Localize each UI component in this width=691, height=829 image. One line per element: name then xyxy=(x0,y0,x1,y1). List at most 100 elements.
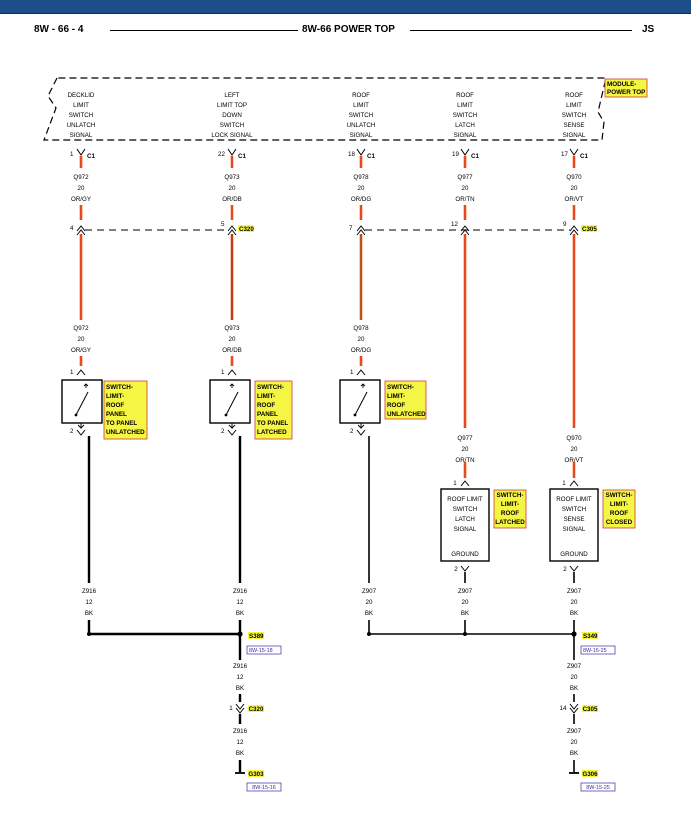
svg-text:1: 1 xyxy=(221,369,225,376)
orange-wires-upper xyxy=(79,156,576,220)
svg-text:LATCH: LATCH xyxy=(455,516,475,523)
svg-text:POWER TOP: POWER TOP xyxy=(607,89,645,96)
svg-text:Q977: Q977 xyxy=(457,174,473,181)
svg-text:BK: BK xyxy=(236,750,245,757)
svg-text:1: 1 xyxy=(453,480,457,487)
svg-text:S389: S389 xyxy=(249,633,264,640)
switch-roof-unlatched: 1 SWITCH- LIMIT- ROOF UNLATCHED 2 xyxy=(339,369,427,436)
svg-text:SWITCH-: SWITCH- xyxy=(606,492,633,499)
lower-left-chain: Z916 12 BK 1 C320 Z916 12 BK G303 8W-15-… xyxy=(229,663,282,792)
svg-text:C1: C1 xyxy=(580,153,588,160)
svg-text:ROOF: ROOF xyxy=(565,92,583,99)
svg-text:8W-15-16: 8W-15-16 xyxy=(252,785,276,791)
inline-connector-c305: 7 12 9 C305 xyxy=(349,221,597,236)
svg-text:ROOF LIMIT: ROOF LIMIT xyxy=(447,496,483,503)
c1-pin: 22 C1 xyxy=(218,148,246,160)
svg-text:12: 12 xyxy=(86,599,93,606)
svg-text:UNLATCH: UNLATCH xyxy=(67,122,96,129)
svg-text:LOCK SIGNAL: LOCK SIGNAL xyxy=(211,132,253,139)
svg-text:2: 2 xyxy=(350,428,354,435)
svg-text:1: 1 xyxy=(70,151,74,158)
svg-text:C320: C320 xyxy=(249,706,264,713)
svg-text:SIGNAL: SIGNAL xyxy=(454,132,477,139)
svg-text:ROOF: ROOF xyxy=(352,92,370,99)
svg-text:2: 2 xyxy=(454,566,458,573)
svg-text:ROOF: ROOF xyxy=(501,510,519,517)
svg-text:Q978: Q978 xyxy=(353,174,369,181)
svg-text:SWITCH-: SWITCH- xyxy=(257,384,284,391)
svg-text:SWITCH: SWITCH xyxy=(453,506,477,513)
svg-text:OR/DB: OR/DB xyxy=(222,347,242,354)
sensor-roof-latch: 1 ROOF LIMIT SWITCH LATCH SIGNAL GROUND … xyxy=(440,480,527,573)
svg-text:LATCHED: LATCHED xyxy=(495,519,525,526)
svg-text:BK: BK xyxy=(85,610,94,617)
svg-text:Z916: Z916 xyxy=(233,728,248,735)
svg-text:SWITCH: SWITCH xyxy=(220,122,244,129)
svg-text:ROOF: ROOF xyxy=(387,402,405,409)
svg-text:OR/GY: OR/GY xyxy=(71,196,91,203)
svg-text:DECKLID: DECKLID xyxy=(68,92,95,99)
svg-text:UNLATCHED: UNLATCHED xyxy=(106,429,145,436)
svg-text:18: 18 xyxy=(348,151,355,158)
svg-text:ROOF: ROOF xyxy=(456,92,474,99)
svg-text:LIMIT: LIMIT xyxy=(73,102,89,109)
svg-text:LIMIT TOP: LIMIT TOP xyxy=(217,102,247,109)
sensor-roof-sense: 1 ROOF LIMIT SWITCH SENSE SIGNAL GROUND … xyxy=(549,480,636,573)
svg-text:Z916: Z916 xyxy=(233,588,248,595)
svg-text:SENSE: SENSE xyxy=(564,516,585,523)
module-label: MODULE- POWER TOP xyxy=(604,78,648,98)
svg-text:CLOSED: CLOSED xyxy=(606,519,633,526)
svg-text:MODULE-: MODULE- xyxy=(607,81,636,88)
svg-text:BK: BK xyxy=(236,610,245,617)
svg-text:1: 1 xyxy=(562,480,566,487)
svg-text:C305: C305 xyxy=(583,706,598,713)
page-title: 8W-66 POWER TOP xyxy=(302,24,395,35)
svg-text:TO PANEL: TO PANEL xyxy=(106,420,137,427)
svg-text:G306: G306 xyxy=(582,771,598,778)
svg-text:Q978: Q978 xyxy=(353,325,369,332)
svg-text:20: 20 xyxy=(462,185,469,192)
svg-text:C305: C305 xyxy=(582,226,597,233)
svg-text:OR/GY: OR/GY xyxy=(71,347,91,354)
svg-text:SIGNAL: SIGNAL xyxy=(454,526,477,533)
svg-text:20: 20 xyxy=(462,446,469,453)
svg-text:PANEL: PANEL xyxy=(106,411,127,418)
svg-text:LIMIT-: LIMIT- xyxy=(610,501,628,508)
svg-text:SIGNAL: SIGNAL xyxy=(563,526,586,533)
svg-text:G303: G303 xyxy=(248,771,264,778)
svg-text:Q972: Q972 xyxy=(73,174,89,181)
svg-text:17: 17 xyxy=(561,151,568,158)
svg-text:LIMIT: LIMIT xyxy=(457,102,473,109)
svg-text:8W-15-25: 8W-15-25 xyxy=(586,785,610,791)
svg-text:1: 1 xyxy=(70,369,74,376)
svg-text:C1: C1 xyxy=(367,153,375,160)
svg-text:LIMIT-: LIMIT- xyxy=(387,393,405,400)
svg-text:20: 20 xyxy=(462,599,469,606)
svg-text:7: 7 xyxy=(349,225,353,232)
svg-text:BK: BK xyxy=(570,685,579,692)
svg-text:Z907: Z907 xyxy=(458,588,473,595)
c1-pin: 19 C1 xyxy=(452,148,479,160)
svg-text:Q973: Q973 xyxy=(224,325,240,332)
svg-text:20: 20 xyxy=(358,185,365,192)
c1-pin: 1 C1 xyxy=(70,148,95,160)
svg-text:GROUND: GROUND xyxy=(560,551,588,558)
splice-s349: S349 8W-15-25 xyxy=(580,632,616,655)
svg-text:12: 12 xyxy=(237,599,244,606)
c1-pin: 17 C1 xyxy=(561,148,588,160)
module-outline xyxy=(43,77,607,141)
svg-text:5: 5 xyxy=(221,221,225,228)
svg-text:20: 20 xyxy=(571,674,578,681)
svg-text:ROOF: ROOF xyxy=(257,402,275,409)
svg-text:20: 20 xyxy=(229,185,236,192)
svg-text:BK: BK xyxy=(236,685,245,692)
svg-text:Q970: Q970 xyxy=(566,435,582,442)
